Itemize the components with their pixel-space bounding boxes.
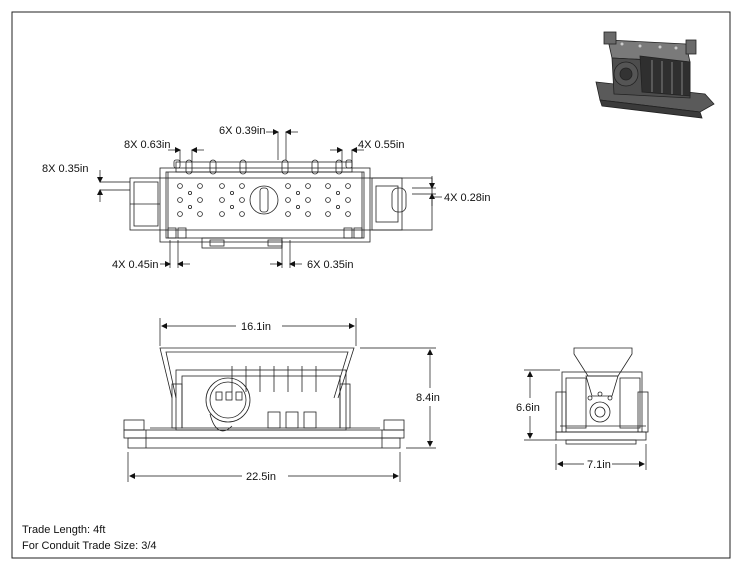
dim-holes-4x-028: 4X 0.28in	[444, 192, 490, 204]
front-view	[123, 347, 405, 449]
dim-top-width: 16.1in	[241, 321, 271, 333]
side-view	[555, 347, 649, 445]
dim-holes-4x-045: 4X 0.45in	[112, 259, 158, 271]
dim-holes-8x-035: 8X 0.35in	[42, 163, 88, 175]
trade-length-note: Trade Length: 4ft	[22, 524, 106, 536]
front-view-dimensions	[127, 318, 436, 482]
dim-overall-height: 8.4in	[416, 392, 440, 404]
side-view-dimensions	[524, 369, 647, 470]
conduit-size-note: For Conduit Trade Size: 3/4	[22, 540, 157, 552]
top-view	[129, 159, 433, 249]
isometric-view	[595, 31, 715, 119]
dim-side-width: 7.1in	[587, 459, 611, 471]
hole-array	[177, 183, 351, 217]
dim-holes-6x-039: 6X 0.39in	[219, 125, 265, 137]
dim-holes-8x-063: 8X 0.63in	[124, 139, 170, 151]
dim-overall-length: 22.5in	[246, 471, 276, 483]
dim-holes-6x-035: 6X 0.35in	[307, 259, 353, 271]
dim-holes-4x-055: 4X 0.55in	[358, 139, 404, 151]
dim-side-height: 6.6in	[516, 402, 540, 414]
top-view-dimensions	[97, 129, 442, 268]
sheet-border	[11, 11, 731, 559]
